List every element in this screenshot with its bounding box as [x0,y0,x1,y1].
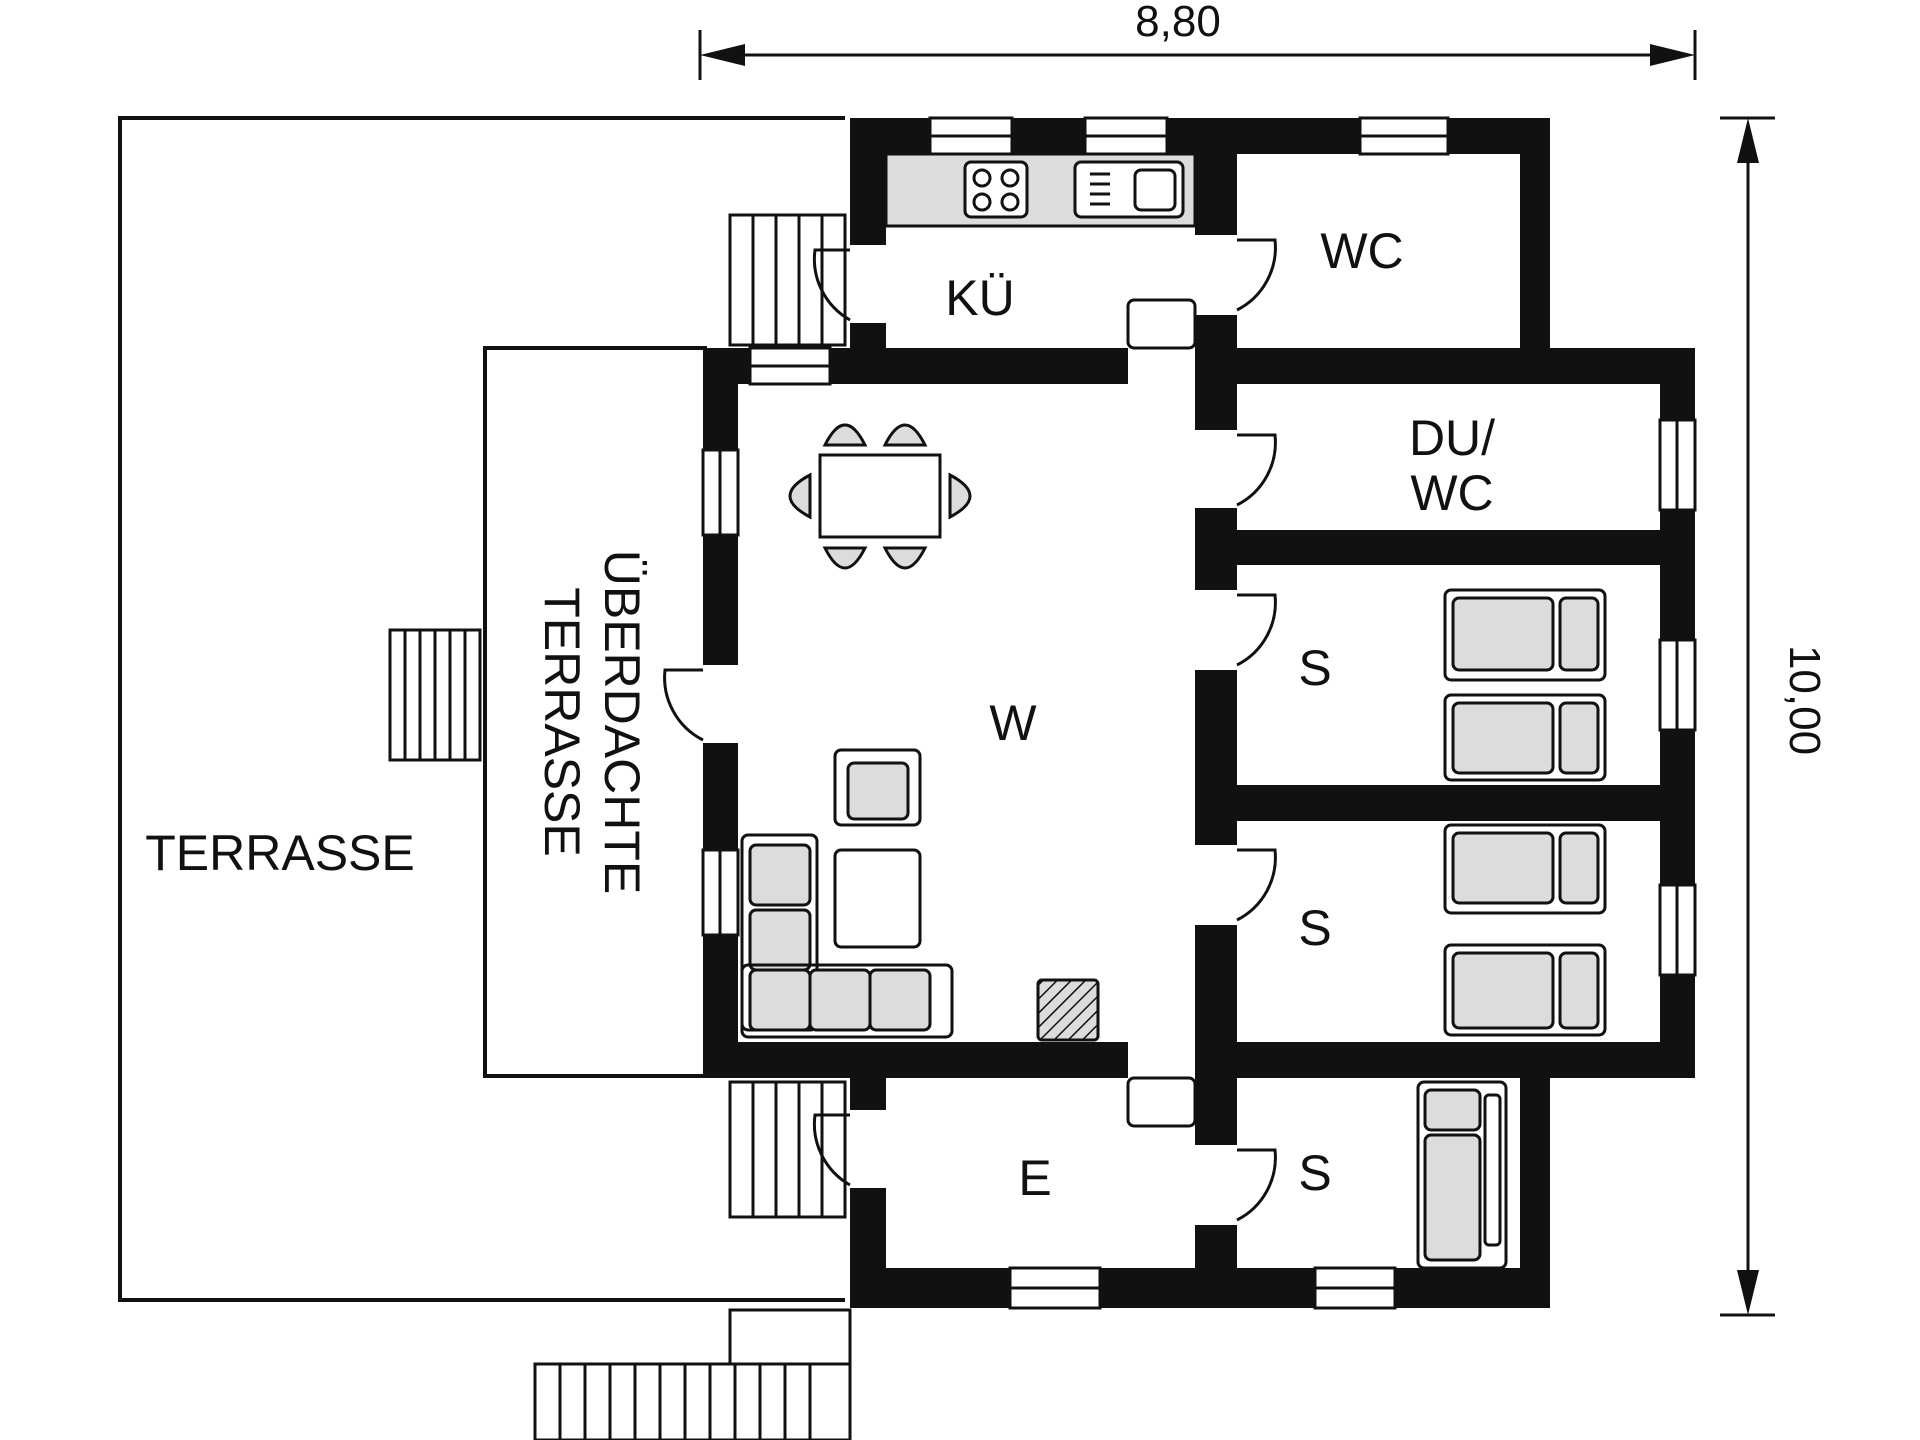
windows [701,116,1697,1310]
kitchen-counter [884,152,1197,228]
terrace-label: TERRASSE [145,825,415,881]
sofa [740,833,954,1039]
height-dimension: 10,00 [1720,116,1829,1317]
steps-kitchen [728,213,847,347]
bedroom3-label: S [1298,1145,1331,1201]
kitchen-cabinet [1126,298,1197,350]
kitchen-label: KÜ [945,270,1014,326]
entrance-cabinet [1126,1076,1197,1128]
shower-label-line2: WC [1410,465,1493,521]
terrace: TERRASSE [118,116,845,1302]
armchair [833,748,922,827]
bedroom1-label: S [1298,640,1331,696]
covered-terrace: ÜBERDACHTE TERRASSE [483,346,707,1078]
bedroom2-label: S [1298,900,1331,956]
doors [663,235,1277,1225]
wc-label: WC [1320,223,1403,279]
width-dimension: 8,80 [698,0,1697,80]
shower-label-line1: DU/ [1409,410,1495,466]
steps-bottom [533,1308,852,1440]
dining-table [788,423,972,570]
coffee-table [833,848,922,949]
width-label: 8,80 [1135,0,1221,46]
covered-terrace-label-line1: ÜBERDACHTE [594,550,650,894]
living-label: W [989,695,1037,751]
height-label: 10,00 [1780,645,1829,755]
steps-entrance [728,1080,847,1219]
bed-bedroom3 [1416,1080,1508,1270]
stove [1036,978,1100,1042]
steps-terrace [388,628,482,762]
beds-bedroom2 [1443,823,1607,1037]
covered-terrace-label-line2: TERRASSE [534,587,590,857]
beds-bedroom1 [1443,588,1607,782]
entrance-label: E [1018,1150,1051,1206]
